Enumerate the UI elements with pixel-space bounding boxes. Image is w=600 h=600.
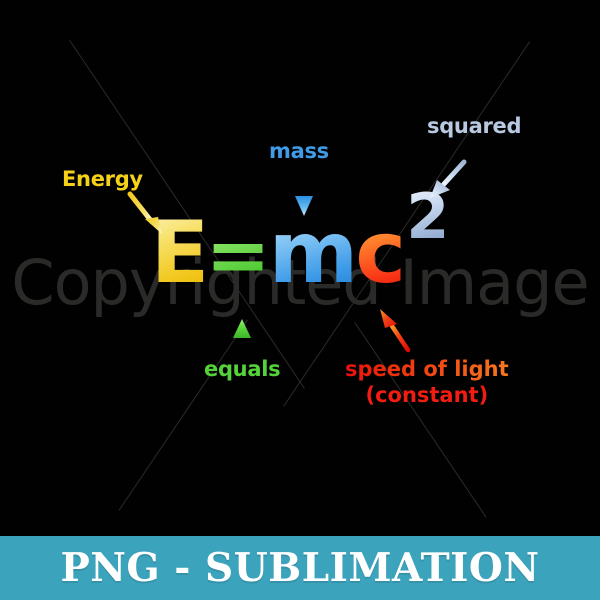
speed-of-light-arrow-icon — [380, 309, 411, 353]
label-equals: equals — [204, 357, 281, 381]
equation-letter-c: c — [355, 203, 406, 303]
equation-equals-sign: = — [205, 211, 271, 301]
equation: E=mc2 — [0, 186, 600, 303]
label-squared: squared — [427, 114, 522, 138]
label-speed-of-light-line2: (constant) — [365, 382, 489, 407]
banner-label: PNG - SUBLIMATION — [60, 544, 540, 591]
bottom-banner: PNG - SUBLIMATION — [0, 536, 600, 600]
label-speed-of-light: speed of light (constant) — [345, 358, 509, 406]
watermark-diagonal-line-3 — [354, 322, 487, 518]
label-energy: Energy — [62, 167, 143, 191]
label-mass: mass — [269, 139, 329, 163]
equation-exponent-two: 2 — [406, 180, 450, 253]
equation-letter-m: m — [268, 203, 359, 303]
label-speed-of-light-line1: speed of light — [345, 357, 509, 381]
watermark-diagonal-line-4 — [118, 319, 248, 511]
equation-letter-e: E — [150, 203, 210, 303]
